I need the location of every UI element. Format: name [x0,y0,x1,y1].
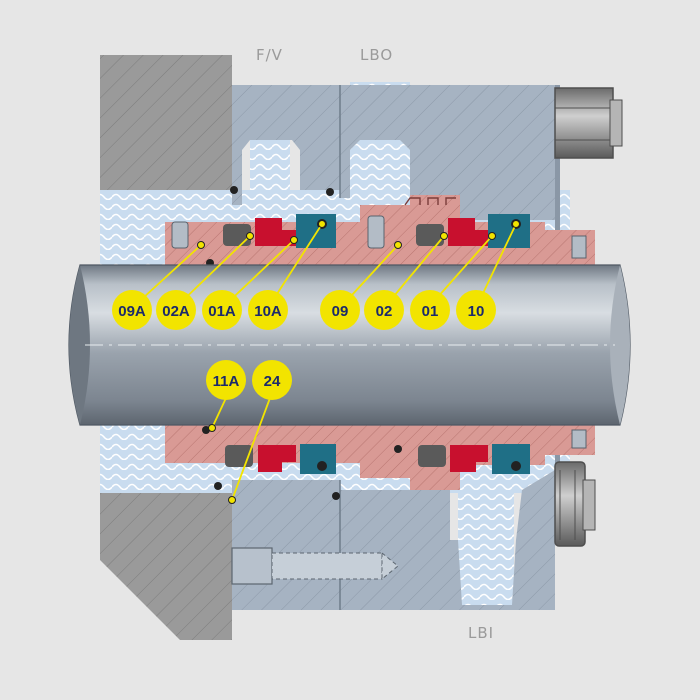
callout-11a: 11A [206,360,246,400]
port-label-lbo: LBO [360,46,394,64]
callout-01a: 01A [202,290,242,330]
callout-01a-label: 01A [208,303,236,320]
callout-24: 24 [252,360,292,400]
port-label-lbi: LBI [468,624,495,642]
pump-housing [100,55,232,640]
sleeve-pins [171,215,587,449]
callout-02: 02 [364,290,404,330]
hex-nut-bottom [554,461,596,547]
callout-24-label: 24 [264,373,281,390]
callout-09: 09 [320,290,360,330]
callouts: 09A 02A 01A 10A 09 02 01 10 [112,290,496,400]
callout-01-label: 01 [422,303,439,320]
hex-nut-top [554,87,623,159]
seal-rings-bottom [225,444,530,474]
port-label-fv: F/V [256,46,283,64]
callout-02a: 02A [156,290,196,330]
callout-02-label: 02 [376,303,393,320]
callout-10a: 10A [248,290,288,330]
callout-10: 10 [456,290,496,330]
callout-11a-label: 11A [213,373,240,390]
callout-09a-label: 09A [118,303,146,320]
callout-anchors [197,220,520,504]
callout-10a-label: 10A [254,303,282,320]
callout-02a-label: 02A [162,303,190,320]
callout-09a: 09A [112,290,152,330]
gland-bolt [231,547,399,585]
callout-09-label: 09 [332,303,349,320]
callout-01: 01 [410,290,450,330]
callout-10-label: 10 [468,303,485,320]
